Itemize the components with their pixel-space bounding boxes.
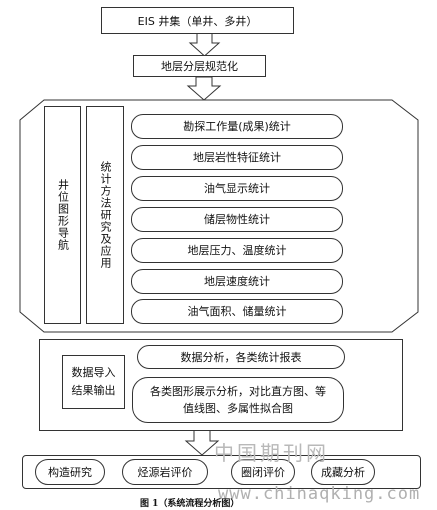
stats-item: 地层压力、温度统计 (131, 238, 343, 263)
arrow-down-1 (188, 32, 221, 57)
outcome-item: 圈闭评价 (231, 459, 295, 485)
outcome-label: 构造研究 (48, 465, 92, 479)
analysis-pill: 数据分析，各类统计报表 (137, 345, 345, 369)
stats-item-label: 油气显示统计 (204, 182, 270, 195)
well-nav-box: 井位图形导航 (44, 106, 81, 324)
stats-item: 勘探工作量(成果)统计 (131, 114, 343, 139)
eis-well-set-box: EIS 井集（单井、多井） (101, 7, 294, 34)
outcome-item: 成藏分析 (311, 459, 375, 485)
stats-item-label: 储层物性统计 (204, 213, 270, 226)
outcome-item: 烃源岩评价 (122, 459, 208, 485)
normalize-label: 地层分层规范化 (161, 60, 238, 73)
io-box: 数据导入 结果输出 (62, 355, 125, 409)
watermark-cn-text: 中国期刊网 (214, 441, 329, 465)
normalize-box: 地层分层规范化 (133, 55, 266, 77)
well-nav-label: 井位图形导航 (56, 179, 70, 251)
stats-item: 油气显示统计 (131, 176, 343, 201)
stats-item: 地层岩性特征统计 (131, 145, 343, 170)
stats-item: 储层物性统计 (131, 207, 343, 232)
figure-caption: 图 1（系统流程分析图） (140, 496, 239, 509)
eis-well-set-label: EIS 井集（单井、多井） (137, 14, 258, 28)
stats-item-label: 地层岩性特征统计 (193, 151, 281, 164)
outcome-item: 构造研究 (35, 459, 105, 485)
arrow-down-2 (186, 76, 222, 101)
outcome-label: 成藏分析 (321, 465, 365, 479)
method-label: 统计方法研究及应用 (99, 161, 112, 269)
stats-item-label: 勘探工作量(成果)统计 (183, 120, 291, 133)
watermark-url-text: www.chinaqking.com (218, 484, 421, 504)
method-box: 统计方法研究及应用 (86, 106, 124, 324)
stats-item: 油气面积、储量统计 (131, 299, 343, 324)
arrow-down-3 (184, 429, 220, 456)
stats-item: 地层速度统计 (131, 269, 343, 294)
outcome-label: 圈闭评价 (241, 465, 285, 479)
stats-item-label: 地层速度统计 (204, 275, 270, 288)
watermark-cn: 中国期刊网 (214, 437, 329, 466)
figure-caption-text: 图 1（系统流程分析图） (140, 499, 240, 509)
analysis-label: 数据分析，各类统计报表 (180, 350, 302, 364)
watermark-url: www.chinaqking.com (218, 484, 420, 504)
graphics-label: 各类图形展示分析，对比直方图、等值线图、多属性拟合图 (150, 385, 326, 415)
io-label: 数据导入 结果输出 (71, 366, 116, 397)
stats-item-label: 地层压力、温度统计 (187, 244, 287, 257)
outcome-label: 烃源岩评价 (137, 465, 193, 479)
stats-item-label: 油气面积、储量统计 (187, 305, 287, 318)
graphics-pill: 各类图形展示分析，对比直方图、等值线图、多属性拟合图 (132, 377, 344, 423)
